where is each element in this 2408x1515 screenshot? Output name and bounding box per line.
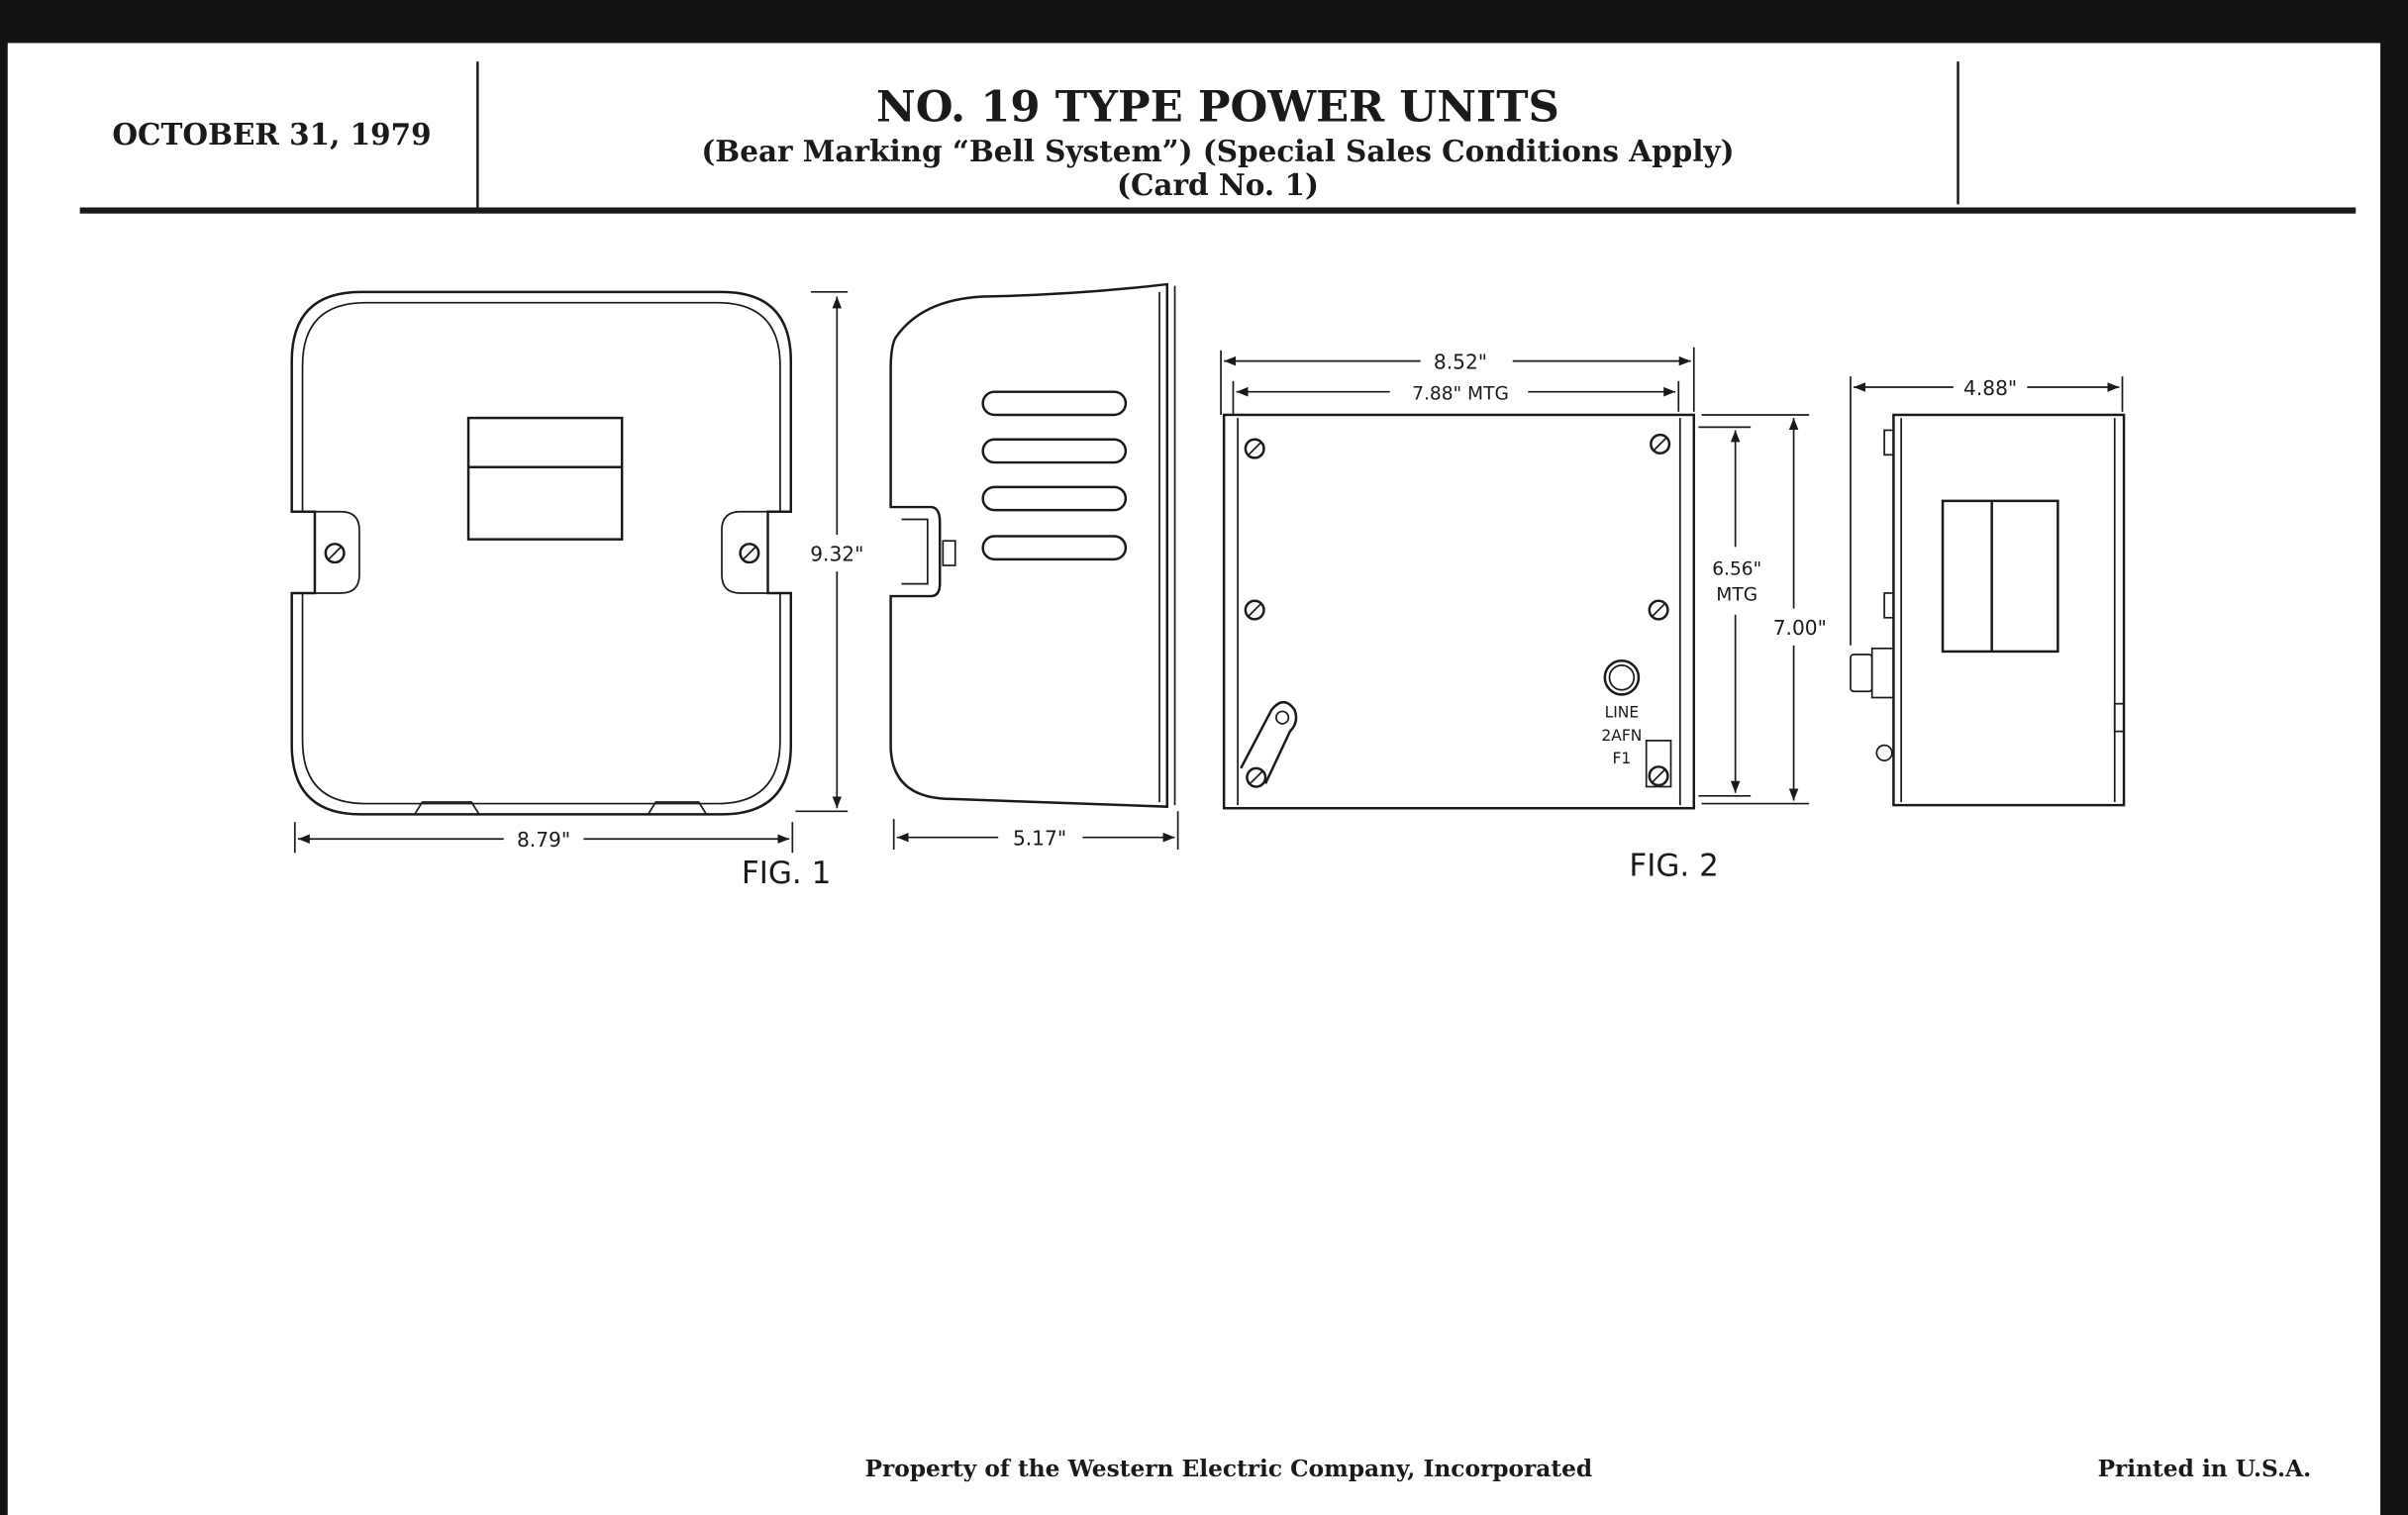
card-paper: [7, 43, 2381, 1515]
print-notice: Printed in U.S.A.: [2098, 1456, 2312, 1482]
fig2-side-view: 4.88": [1850, 376, 2126, 807]
fig1-height-dimension: 9.32": [810, 542, 863, 565]
label-window: [466, 416, 624, 541]
fig2-label: FIG. 2: [1629, 848, 1718, 883]
fig2-depth-dimension: 4.88": [1963, 376, 2017, 400]
fig2-overall-height-dimension: 7.00": [1773, 616, 1827, 640]
fig2-mounting-height-suffix: MTG: [1716, 585, 1757, 606]
fig1-width-dimension: 8.79": [517, 828, 570, 852]
fig2-front-view: LINE 2AFN F1 8.52" 7.88" MTG 6.56" MTG 7…: [1220, 347, 1827, 883]
page-title: NO. 19 TYPE POWER UNITS: [876, 82, 1559, 133]
fig2-overall-width-dimension: 8.52": [1434, 350, 1487, 373]
screw-icon: [1244, 433, 1671, 788]
fuse-holder: [1645, 740, 1672, 788]
fuse-type-label: 2AFN: [1601, 727, 1642, 745]
fig1-label: FIG. 1: [742, 856, 831, 891]
fig2-mounting-height-dimension: 6.56": [1712, 558, 1761, 579]
vent-slot: [981, 438, 1128, 464]
lamp-label: LINE: [1605, 704, 1640, 722]
fig1-front-view: 9.32" 8.79" FIG. 1: [290, 290, 863, 891]
fig1-side-view: 5.17": [889, 282, 1179, 850]
ownership-notice: Property of the Western Electric Company…: [864, 1456, 1592, 1482]
mounting-screw-icon: [324, 543, 346, 564]
card-number: (Card No. 1): [1117, 167, 1319, 202]
fig2-mounting-width-dimension: 7.88" MTG: [1412, 383, 1509, 404]
header-rule: [79, 207, 2357, 214]
mounting-screw-icon: [739, 543, 760, 564]
subtitle: (Bear Marking “Bell System”) (Special Sa…: [701, 134, 1734, 168]
header: OCTOBER 31, 1979 NO. 19 TYPE POWER UNITS…: [79, 61, 2357, 214]
vent-slot: [981, 390, 1128, 417]
vent-slot: [981, 535, 1128, 561]
fig1-depth-dimension: 5.17": [1013, 826, 1066, 850]
vent-slot: [981, 485, 1128, 512]
label-window: [1941, 499, 2059, 654]
pilot-lamp-icon: [1603, 659, 1641, 696]
issue-date: OCTOBER 31, 1979: [112, 117, 431, 152]
fuse-designation-label: F1: [1612, 750, 1631, 767]
